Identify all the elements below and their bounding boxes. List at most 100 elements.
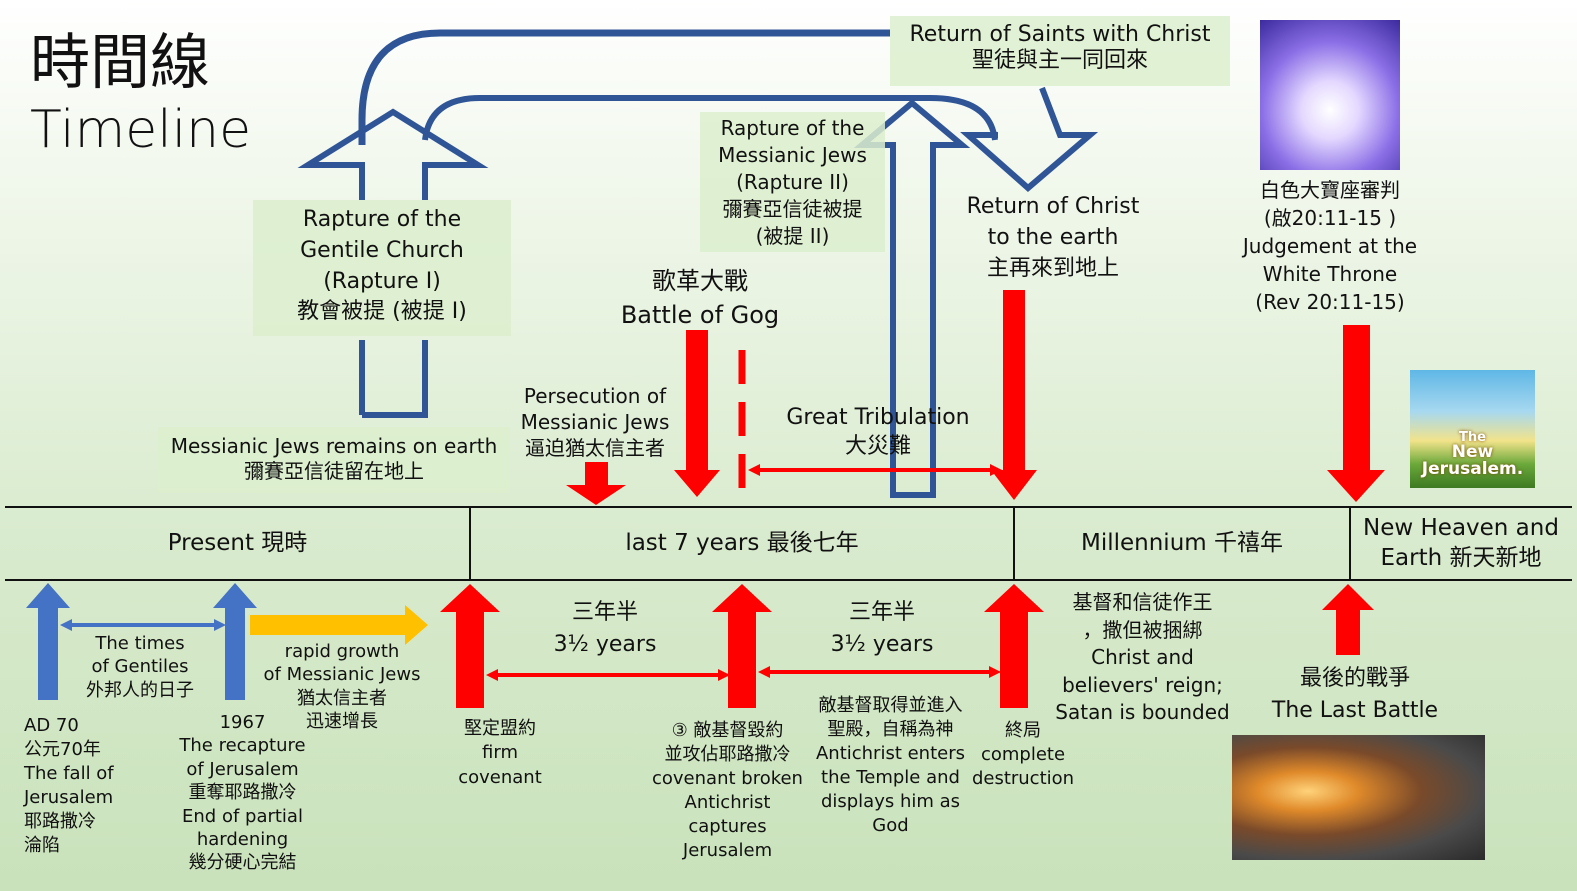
1967-l1: 1967 — [219, 712, 266, 733]
rapture2-l3: (Rapture II) — [736, 170, 849, 194]
ad70-label: AD 70 公元70年 The fall of Jerusalem 耶路撒冷 淪… — [24, 714, 134, 858]
rapture2-l1: Rapture of the — [720, 116, 865, 140]
remains-zh: 彌賽亞信徒留在地上 — [244, 459, 424, 483]
ad70-arrow — [26, 583, 70, 700]
white-throne-image — [1260, 20, 1400, 170]
white-throne-l4: White Throne — [1262, 262, 1398, 286]
title-en: Timeline — [30, 100, 252, 160]
reign-l2: ，撒但被捆綁 — [1082, 617, 1203, 642]
destruction-arrow — [984, 584, 1044, 708]
rapture1-l1: Rapture of the — [302, 207, 462, 232]
destruction-l2: complete — [980, 743, 1066, 765]
gentiles-l1: The times — [95, 633, 185, 654]
return-saints-en: Return of Saints with Christ — [909, 22, 1211, 47]
return-saints-label: Return of Saints with Christ 聖徒與主一同回來 — [890, 22, 1230, 74]
rapture1-box — [253, 200, 511, 336]
destruction-label: 終局 complete destruction — [968, 719, 1078, 791]
rapture2-l5: (被提 II) — [755, 224, 830, 248]
white-throne-l5: (Rev 20:11-15) — [1255, 290, 1405, 314]
reign-label: 基督和信徒作王 ，撒但被捆綁 Christ and believers' rei… — [1055, 589, 1230, 727]
1967-l6: 幾分硬心完結 — [188, 852, 297, 874]
covenant-arrow — [440, 584, 500, 708]
half1-label: 三年半 3½ years — [540, 597, 670, 661]
return-christ-l1: Return of Christ — [966, 194, 1140, 219]
white-throne-arrow — [1327, 325, 1385, 502]
broken-l1: ③ 敵基督毀約 — [671, 720, 784, 741]
title-zh: 時間線 — [30, 28, 210, 98]
persecution-arrow — [566, 462, 626, 505]
ad70-l6: 淪陷 — [24, 834, 60, 856]
half1-en: 3½ years — [553, 631, 657, 657]
new-jerusalem-l3: Jerusalem. — [1421, 459, 1524, 479]
return-christ-l2: to the earth — [987, 224, 1119, 250]
destruction-l1: 終局 — [1005, 720, 1041, 741]
temple-label: 敵基督取得並進入 聖殿，自稱為神 Antichrist enters the T… — [808, 694, 973, 838]
gog-arrow — [674, 330, 720, 497]
covenant-l2: firm — [482, 742, 518, 764]
return-saints-curve — [358, 29, 890, 145]
white-throne-l2: (啟20:11-15 ) — [1263, 206, 1397, 230]
return-saints-zh: 聖徒與主一同回來 — [971, 47, 1148, 73]
1967-l5: End of partial hardening — [182, 805, 303, 850]
rapture1-outline-arrow — [297, 108, 489, 418]
persecution-l2: Messianic Jews — [520, 410, 670, 434]
1967-l4: 重奪耶路撒冷 — [188, 782, 297, 804]
return-christ-l3: 主再來到地上 — [986, 255, 1119, 281]
rapture2-box — [700, 112, 885, 252]
tribulation-zh: 大災難 — [844, 433, 911, 459]
red-up-arrows — [440, 584, 1374, 708]
temple-l2: 聖殿，自稱為神 — [827, 718, 954, 740]
reign-l5: Satan is bounded — [1055, 700, 1230, 725]
half2-label: 三年半 3½ years — [817, 597, 947, 661]
half1-zh: 三年半 — [571, 600, 638, 625]
white-throne-label: 白色大寶座審判 (啟20:11-15 ) Judgement at the Wh… — [1235, 176, 1425, 316]
ad70-l3: The fall of — [24, 762, 114, 784]
broken-l2: 並攻佔耶路撒冷 — [664, 743, 791, 765]
remains-en: Messianic Jews remains on earth — [170, 434, 498, 458]
tribulation-en: Great Tribulation — [786, 405, 970, 430]
last-battle-en: The Last Battle — [1271, 697, 1439, 723]
gentiles-label: The times of Gentiles 外邦人的日子 — [70, 632, 210, 702]
rapture1-l4: 教會被提 (被提 I) — [297, 299, 467, 325]
last-battle-label: 最後的戰爭 The Last Battle — [1255, 663, 1455, 727]
return-saints-box — [890, 16, 1230, 86]
reign-l4: believers' reign; — [1062, 672, 1223, 697]
gog-en: Battle of Gog — [620, 300, 780, 329]
persecution-label: Persecution of Messianic Jews 逼迫猶太信主者 — [505, 383, 685, 461]
1967-l3: of Jerusalem — [186, 758, 299, 780]
persecution-l3: 逼迫猶太信主者 — [525, 436, 665, 460]
ad70-l4: Jerusalem — [24, 786, 114, 808]
period-last7: last 7 years 最後七年 — [625, 530, 859, 557]
covenant-l3: covenant — [458, 766, 542, 788]
broken-l5: Jerusalem — [682, 839, 773, 861]
growth-l1: rapid growth — [284, 641, 400, 662]
reign-l1: 基督和信徒作王 — [1072, 590, 1213, 614]
gentiles-l3: 外邦人的日子 — [86, 679, 194, 701]
1967-label: 1967 The recapture of Jerusalem 重奪耶路撒冷 E… — [140, 711, 345, 875]
new-heaven-l2: Earth 新天新地 — [1380, 545, 1542, 571]
return-outline-arrow — [960, 86, 1099, 192]
half2-en: 3½ years — [830, 631, 934, 657]
remains-label: Messianic Jews remains on earth 彌賽亞信徒留在地… — [158, 434, 510, 484]
rapture2-l4: 彌賽亞信徒被提 — [722, 197, 863, 221]
growth-label: rapid growth of Messianic Jews 猶太信主者 迅速增… — [262, 640, 422, 734]
remains-box — [158, 427, 510, 493]
persecution-l1: Persecution of — [523, 384, 667, 408]
growth-l2: of Messianic Jews — [263, 664, 421, 686]
last-battle-arrow — [1322, 584, 1374, 655]
return-christ-label: Return of Christ to the earth 主再來到地上 — [958, 192, 1148, 284]
period-new-heaven: New Heaven and Earth 新天新地 — [1350, 508, 1572, 580]
gog-zh: 歌革大戰 — [652, 267, 748, 295]
growth-l4: 迅速增長 — [306, 711, 378, 733]
gentiles-l2: of Gentiles — [91, 656, 189, 678]
red-down-arrows — [566, 290, 1385, 505]
temple-l4: the Temple and — [821, 766, 960, 788]
temple-l5: displays him as God — [820, 790, 961, 836]
rapture1-label: Rapture of the Gentile Church (Rapture I… — [253, 205, 511, 328]
covenant-l1: 堅定盟約 — [464, 718, 536, 739]
broken-l3: covenant broken — [652, 767, 803, 789]
return-christ-arrow — [991, 290, 1037, 500]
half2-zh: 三年半 — [848, 600, 915, 625]
rapture2-outline-arrow — [853, 99, 971, 498]
